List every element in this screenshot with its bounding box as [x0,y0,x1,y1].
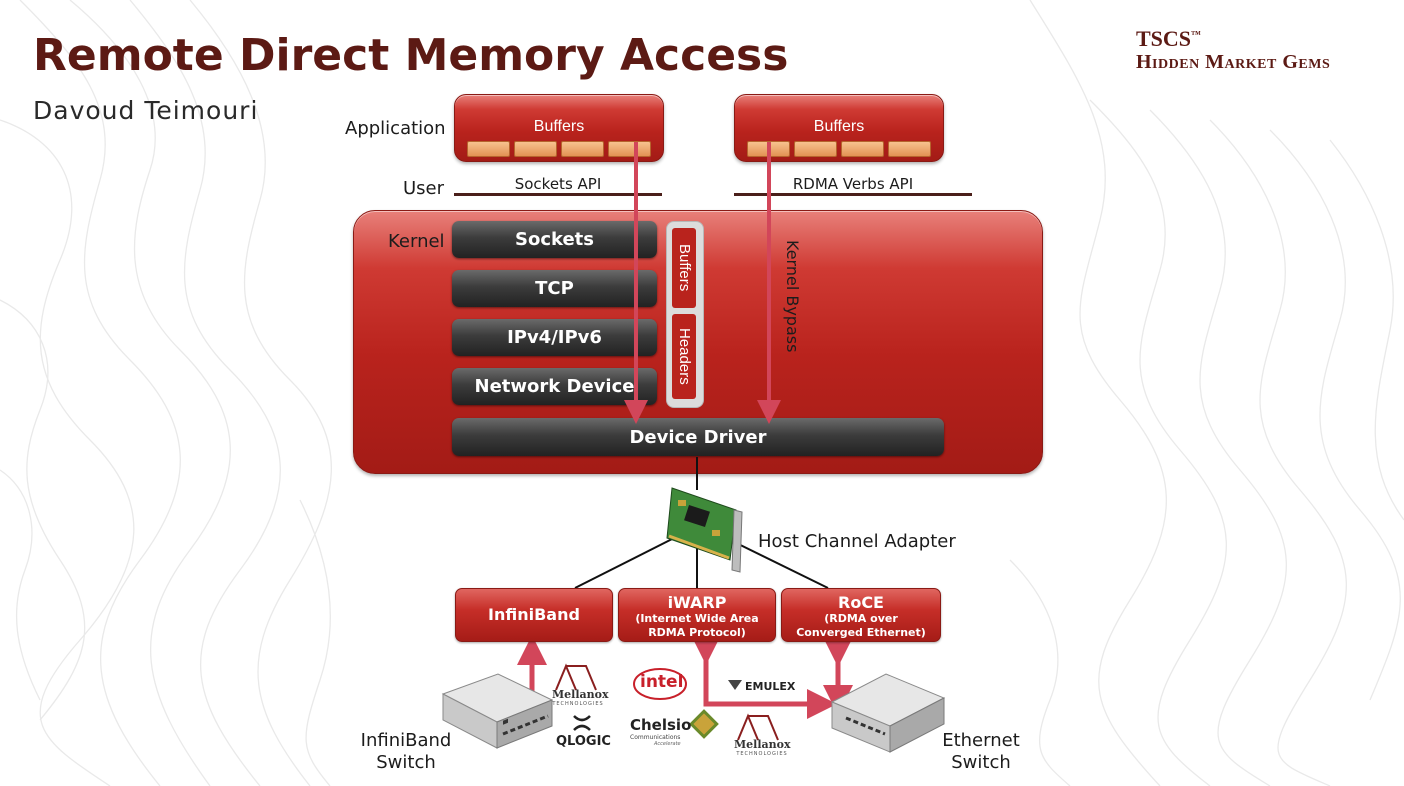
kernel-stack-tcp: TCP [452,270,657,307]
hca-card-graphic [666,487,743,573]
device-driver-bar: Device Driver [452,418,944,456]
protocol-iwarp-name: iWARP [667,593,727,612]
protocol-iwarp: iWARP (Internet Wide Area RDMA Protocol) [618,588,776,642]
layer-label-application: Application [345,118,446,139]
kernel-stack-network-device: Network Device [452,368,657,405]
infiniband-switch-label: InfiniBand Switch [358,730,454,774]
buffer-cell [514,141,557,157]
capsule-headers-label: Headers [676,328,693,385]
ethernet-switch-label-line2: Switch [951,752,1011,773]
sockets-api-line [454,193,662,196]
buffer-cell [561,141,604,157]
layer-label-user: User [403,178,445,199]
app-buffers-left: Buffers [454,94,664,162]
intel-logo: intel [640,672,684,692]
iwarp-switch-arrow [691,635,837,719]
slide-title: Remote Direct Memory Access [33,30,789,81]
emulex-logo-mark [728,680,742,690]
buffer-cell [608,141,651,157]
rdma-verbs-api-label: RDMA Verbs API [792,175,914,193]
qlogic-logo: QLOGIC [556,734,611,749]
protocol-roce-detail-2: Converged Ethernet) [796,626,926,639]
sockets-api-label: Sockets API [514,175,602,193]
emulex-logo: EMULEX [745,680,796,693]
buffer-cell [467,141,510,157]
qlogic-logo-mark [573,715,591,731]
buffers-label-left: Buffers [533,118,585,135]
hca-label: Host Channel Adapter [758,531,956,552]
rdma-verbs-api-line [734,193,972,196]
brand-tagline: Hidden Market Gems [1136,51,1331,73]
chelsio-chip-mark [689,709,719,739]
ethernet-switch-graphic [830,673,946,753]
mellanox-logo-mark-1 [555,663,597,691]
chelsio-logo: Chelsio Communications Accelerate [630,716,692,747]
intel-logo-oval [633,668,687,700]
protocol-iwarp-detail-1: (Internet Wide Area [635,612,759,625]
buffer-cell [841,141,884,157]
buffers-label-right: Buffers [813,118,865,135]
kernel-stack-ip: IPv4/IPv6 [452,319,657,356]
protocol-roce-name: RoCE [838,593,884,612]
ethernet-switch-label-line1: Ethernet [942,730,1020,751]
infiniband-switch-label-line2: Switch [376,752,436,773]
buffers-headers-capsule: Buffers Headers [666,221,704,408]
slide-author: Davoud Teimouri [33,96,259,125]
capsule-buffers-segment: Buffers [672,228,696,308]
capsule-headers-segment: Headers [672,314,696,399]
mellanox-logo-2: Mellanox TECHNOLOGIES [734,738,791,757]
brand-name: TSCS™ [1136,26,1202,51]
layer-label-kernel: Kernel [388,231,445,252]
kernel-bypass-label: Kernel Bypass [783,240,802,353]
ethernet-switch-label: Ethernet Switch [935,730,1027,774]
capsule-buffers-label: Buffers [676,244,693,292]
mellanox-logo-1: Mellanox TECHNOLOGIES [552,688,609,707]
infiniband-switch-graphic [441,673,554,749]
kernel-stack-sockets: Sockets [452,221,657,258]
hca-infiniband-line [574,534,681,589]
buffer-cell [794,141,837,157]
protocol-roce: RoCE (RDMA over Converged Ethernet) [781,588,941,642]
protocol-roce-detail-1: (RDMA over [824,612,898,625]
mellanox-logo-mark-2 [737,713,779,741]
protocol-infiniband-name: InfiniBand [488,605,580,624]
protocol-iwarp-detail-2: RDMA Protocol) [648,626,746,639]
protocol-infiniband: InfiniBand [455,588,613,642]
infiniband-switch-label-line1: InfiniBand [360,730,452,751]
buffer-cell [888,141,931,157]
